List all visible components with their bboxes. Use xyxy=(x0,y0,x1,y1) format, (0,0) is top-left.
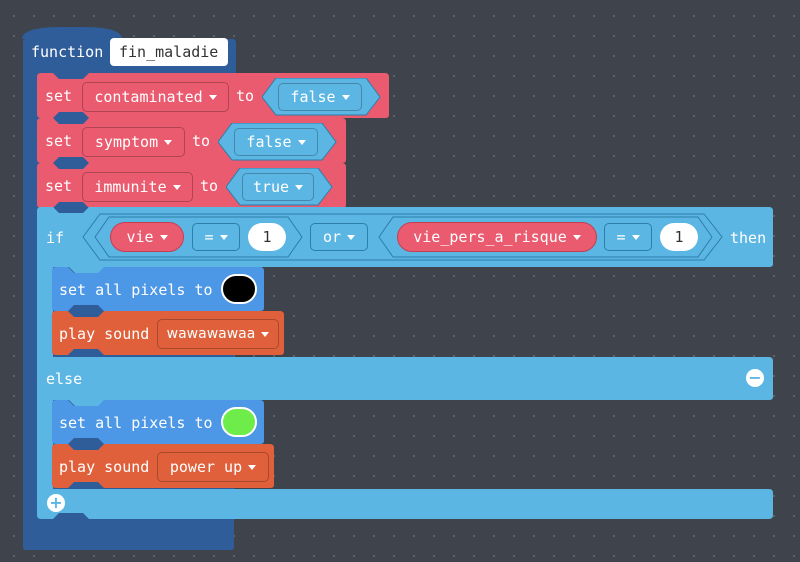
boolean-value: false xyxy=(290,88,336,106)
then-keyword: then xyxy=(730,229,767,247)
variable-dropdown-contaminated[interactable]: contaminated xyxy=(82,82,229,112)
variable-name: vie xyxy=(126,228,154,246)
number-value: 1 xyxy=(674,228,684,246)
to-keyword: to xyxy=(236,87,255,105)
operator-symbol: = xyxy=(616,228,626,246)
function-name-field[interactable] xyxy=(110,38,228,66)
operator-dropdown-right[interactable]: = xyxy=(604,223,652,251)
operator-symbol: = xyxy=(204,228,214,246)
set-pixels-label: set all pixels to xyxy=(59,414,213,432)
variable-dropdown-symptom[interactable]: symptom xyxy=(82,127,185,157)
sound-dropdown-power-up[interactable]: power up xyxy=(157,452,269,482)
variable-dropdown-immunite[interactable]: immunite xyxy=(82,172,193,202)
play-sound-label: play sound xyxy=(59,458,150,476)
if-keyword: if xyxy=(46,229,65,247)
number-value: 1 xyxy=(262,228,272,246)
chevron-down-icon xyxy=(172,184,181,190)
boolean-value: false xyxy=(246,133,292,151)
function-keyword: function xyxy=(31,43,104,61)
to-keyword: to xyxy=(200,177,219,195)
sound-name: power up xyxy=(169,458,243,476)
chevron-down-icon xyxy=(347,234,356,240)
chevron-down-icon xyxy=(159,234,168,240)
variable-name: vie_pers_a_risque xyxy=(413,228,567,246)
variable-vie[interactable]: vie xyxy=(110,222,184,252)
chevron-down-icon xyxy=(208,94,217,100)
set-keyword: set xyxy=(45,177,73,195)
color-swatch-black[interactable] xyxy=(221,274,257,304)
logic-operator: or xyxy=(322,228,342,246)
plus-circle-icon[interactable]: + xyxy=(47,494,65,512)
variable-vie-pers-a-risque[interactable]: vie_pers_a_risque xyxy=(397,222,597,252)
chevron-down-icon xyxy=(248,464,257,470)
set-pixels-block-then[interactable] xyxy=(52,267,268,313)
set-pixels-block-else[interactable] xyxy=(52,400,268,446)
boolean-dropdown-true[interactable]: true xyxy=(242,173,314,201)
chevron-down-icon xyxy=(341,94,350,100)
set-keyword: set xyxy=(45,132,73,150)
play-sound-label: play sound xyxy=(59,325,150,343)
logic-or-dropdown[interactable]: or xyxy=(310,223,368,251)
number-input-left[interactable]: 1 xyxy=(248,223,286,251)
chevron-down-icon xyxy=(572,234,581,240)
number-input-right[interactable]: 1 xyxy=(660,223,698,251)
boolean-dropdown-false[interactable]: false xyxy=(278,83,362,111)
else-keyword: else xyxy=(46,370,83,388)
set-pixels-label: set all pixels to xyxy=(59,281,213,299)
operator-dropdown-left[interactable]: = xyxy=(192,223,240,251)
chevron-down-icon xyxy=(631,234,640,240)
boolean-dropdown-false[interactable]: false xyxy=(234,128,318,156)
chevron-down-icon xyxy=(164,139,173,145)
minus-circle-icon[interactable]: − xyxy=(746,369,764,387)
to-keyword: to xyxy=(192,132,211,150)
variable-name: contaminated xyxy=(94,88,203,106)
chevron-down-icon xyxy=(297,139,306,145)
color-swatch-green[interactable] xyxy=(221,407,257,437)
chevron-down-icon xyxy=(261,331,270,337)
variable-name: immunite xyxy=(94,178,167,196)
variable-name: symptom xyxy=(94,133,159,151)
function-name: fin_maladie xyxy=(119,43,219,61)
sound-dropdown-wawawawaa[interactable]: wawawawaa xyxy=(157,319,279,349)
boolean-value: true xyxy=(252,178,290,196)
chevron-down-icon xyxy=(219,234,228,240)
sound-name: wawawawaa xyxy=(166,326,256,342)
chevron-down-icon xyxy=(295,184,304,190)
if-else-block[interactable] xyxy=(37,207,777,521)
set-keyword: set xyxy=(45,87,73,105)
